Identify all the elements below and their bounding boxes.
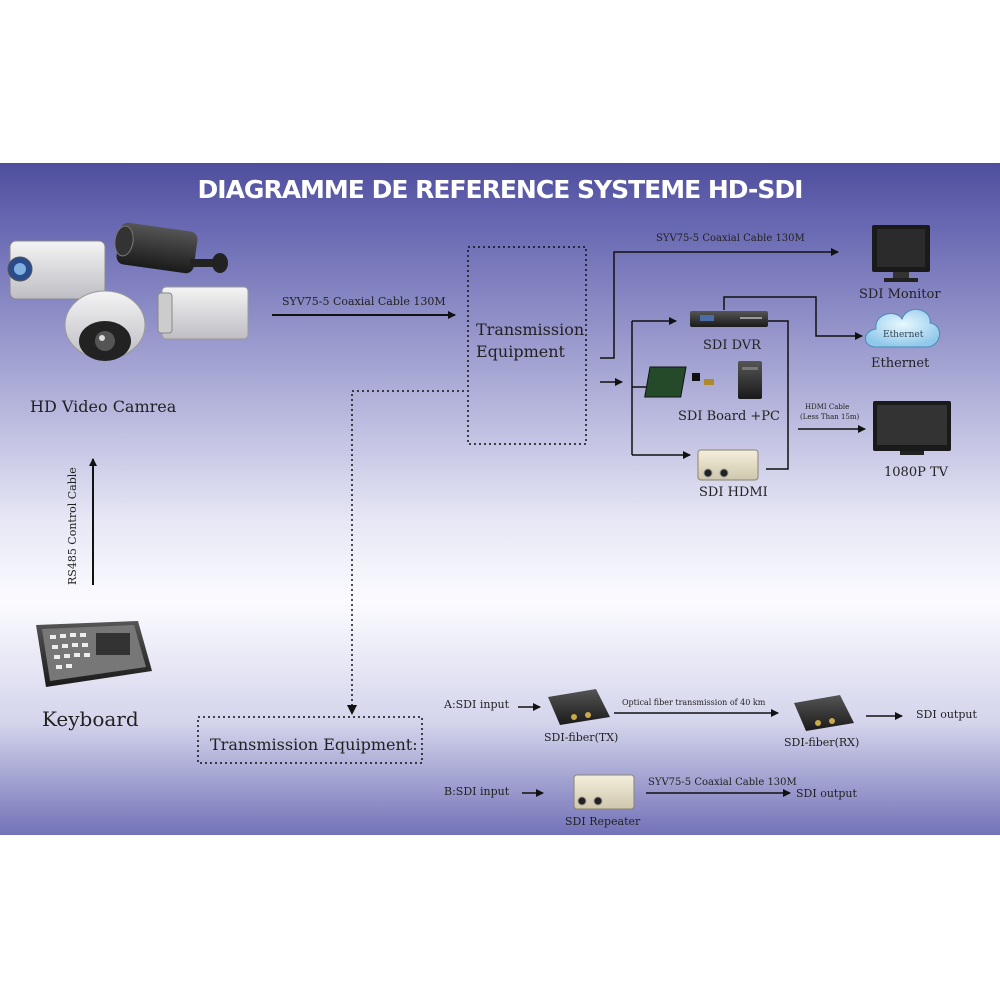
sdi-board-pc-icon [644, 361, 762, 399]
sdi-repeater-icon [573, 774, 635, 810]
equipment-to-monitor-arrow [600, 248, 839, 359]
sdi-board-pc-label: SDI Board +PC [678, 409, 780, 424]
sdi-fiber-rx-label: SDI-fiber(RX) [784, 736, 860, 749]
sdi-fiber-tx-label: SDI-fiber(TX) [544, 731, 619, 744]
diagram-graphics [7, 222, 951, 810]
sdi-repeater-label: SDI Repeater [565, 815, 641, 828]
a-input-label: A:SDI input [444, 698, 509, 711]
transmission-equipment-box [467, 246, 587, 445]
transmission-equipment-bottom-box [197, 716, 423, 764]
keyboard-icon [36, 621, 152, 687]
b-output-label: SDI output [796, 787, 857, 800]
output-bracket [766, 320, 789, 470]
hd-camera-group-icon [7, 222, 249, 361]
camera-cable-label: SYV75-5 Coaxial Cable 130M [282, 295, 446, 308]
tv-1080p-label: 1080P TV [884, 465, 949, 480]
tv-1080p-icon [873, 401, 951, 455]
a-output-label: SDI output [916, 708, 977, 721]
hd-camera-label: HD Video Camrea [30, 397, 177, 416]
sdi-dvr-label: SDI DVR [703, 338, 761, 353]
b-input-label: B:SDI input [444, 785, 510, 798]
sdi-fiber-rx-icon [794, 695, 854, 731]
ethernet-label: Ethernet [871, 356, 930, 371]
hdmi-cable-length-label: (Less Than 15m) [800, 413, 860, 421]
rs485-label: RS485 Control Cable [66, 467, 79, 585]
box-camera-icon [7, 240, 106, 300]
dvr-to-ethernet-arrow [723, 296, 863, 340]
to-bottom-equipment-dotted [351, 390, 464, 711]
box-camera-2-icon [157, 286, 249, 340]
diagram-title: DIAGRAMME DE REFERENCE SYSTEME HD-SDI [197, 175, 804, 204]
repeater-cable-label: SYV75-5 Coaxial Cable 130M [648, 777, 797, 788]
sdi-hdmi-label: SDI HDMI [699, 485, 768, 500]
sdi-monitor-icon [872, 225, 930, 282]
dome-camera-icon [64, 290, 146, 361]
sdi-fiber-tx-icon [548, 689, 610, 725]
optical-fiber-label: Optical fiber transmission of 40 km [622, 698, 766, 707]
hdmi-cable-label: HDMI Cable [805, 403, 850, 411]
sdi-monitor-label: SDI Monitor [859, 287, 941, 302]
ethernet-cloud-label: Ethernet [883, 330, 924, 340]
diagram-panel: DIAGRAMME DE REFERENCE SYSTEME HD-SDI [0, 163, 1000, 835]
sdi-dvr-icon [690, 311, 768, 327]
transmission-equipment-label: Transmission Equipment [476, 320, 585, 361]
ethernet-cloud-icon [865, 309, 940, 348]
monitor-cable-label: SYV75-5 Coaxial Cable 130M [656, 233, 805, 244]
transmission-equipment-bottom-label: Transmission Equipment: [210, 735, 418, 754]
sdi-hdmi-icon [697, 449, 759, 481]
keyboard-label: Keyboard [42, 707, 139, 731]
bullet-camera-icon [114, 222, 228, 274]
